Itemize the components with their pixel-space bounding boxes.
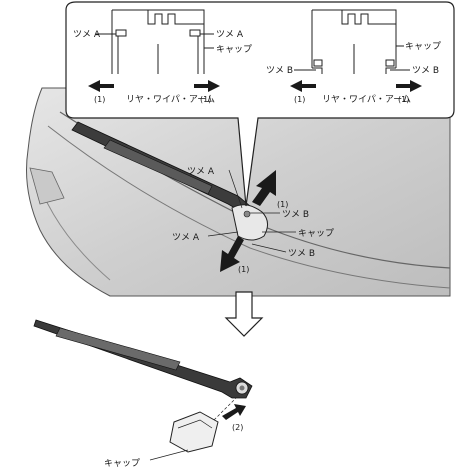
side-lamp <box>29 167 65 205</box>
cap-leader-line <box>149 449 189 461</box>
wiper-blade-detail <box>55 327 181 371</box>
wiper-pivot-cap <box>231 204 268 241</box>
callout-frame <box>65 1 455 207</box>
wiper-arm-removed-view: (2) キャップ <box>33 319 253 469</box>
rear-body-panel <box>26 87 451 297</box>
wiper-blade-installed <box>103 139 213 195</box>
right-right-arrow-step-label: (1) <box>398 95 409 104</box>
right-section-left-arrow <box>290 80 316 92</box>
cross-section-tab-a <box>96 9 214 74</box>
right-section-right-arrow <box>396 80 422 92</box>
pivot-hole <box>243 210 251 218</box>
left-section-left-arrow <box>88 80 114 92</box>
cap-label-vehicle: キャップ <box>298 228 334 239</box>
pull-up-arrow <box>252 170 276 206</box>
cross-section-callout: ツメ A ツメ A キャップ (1) (1) リヤ・ワイパ・アーム ツメ B ツ… <box>65 1 455 207</box>
pull-down-arrow <box>220 236 244 272</box>
tab-b-upper-label: ツメ B <box>282 210 309 220</box>
right-arrow-step-label: (1) <box>200 95 211 104</box>
alignment-dashes <box>213 397 237 421</box>
right-arm-label: リヤ・ワイパ・アーム <box>322 94 411 105</box>
left-tab-a-left-label: ツメ A <box>73 30 101 40</box>
rear-glass-lower-edge <box>47 125 451 289</box>
removed-cap-label: キャップ <box>104 458 140 469</box>
left-tab-a-right-label: ツメ A <box>216 30 244 40</box>
removed-cap-shape <box>169 411 219 453</box>
cap-inner-edge <box>177 419 213 429</box>
tab-a-upper-label: ツメ A <box>187 167 215 177</box>
tab-b-lower-label: ツメ B <box>288 249 315 259</box>
right-tab-b-right-label: ツメ B <box>412 66 439 76</box>
arrow-down-step-label: (1) <box>238 265 249 274</box>
removal-arrow <box>222 404 246 420</box>
left-arrow-step-label: (1) <box>94 95 105 104</box>
next-step-arrow <box>224 291 264 337</box>
right-cap-label: キャップ <box>405 41 441 52</box>
pivot-nut-center <box>239 385 245 391</box>
vehicle-leader-lines <box>207 169 296 253</box>
left-section-right-arrow <box>194 80 220 92</box>
left-arm-label: リヤ・ワイパ・アーム <box>126 94 215 105</box>
left-cap-label: キャップ <box>216 44 252 55</box>
right-tab-b-left-label: ツメ B <box>266 66 293 76</box>
removal-step-label: (2) <box>232 423 243 432</box>
cross-section-tab-b <box>294 9 410 74</box>
vehicle-rear-illustration: ツメ A (1) ツメ B ツメ A キャップ ツメ B (1) <box>26 87 451 297</box>
arrow-up-step-label: (1) <box>277 200 288 209</box>
tab-a-lower-label: ツメ A <box>172 233 200 243</box>
right-left-arrow-step-label: (1) <box>294 95 305 104</box>
